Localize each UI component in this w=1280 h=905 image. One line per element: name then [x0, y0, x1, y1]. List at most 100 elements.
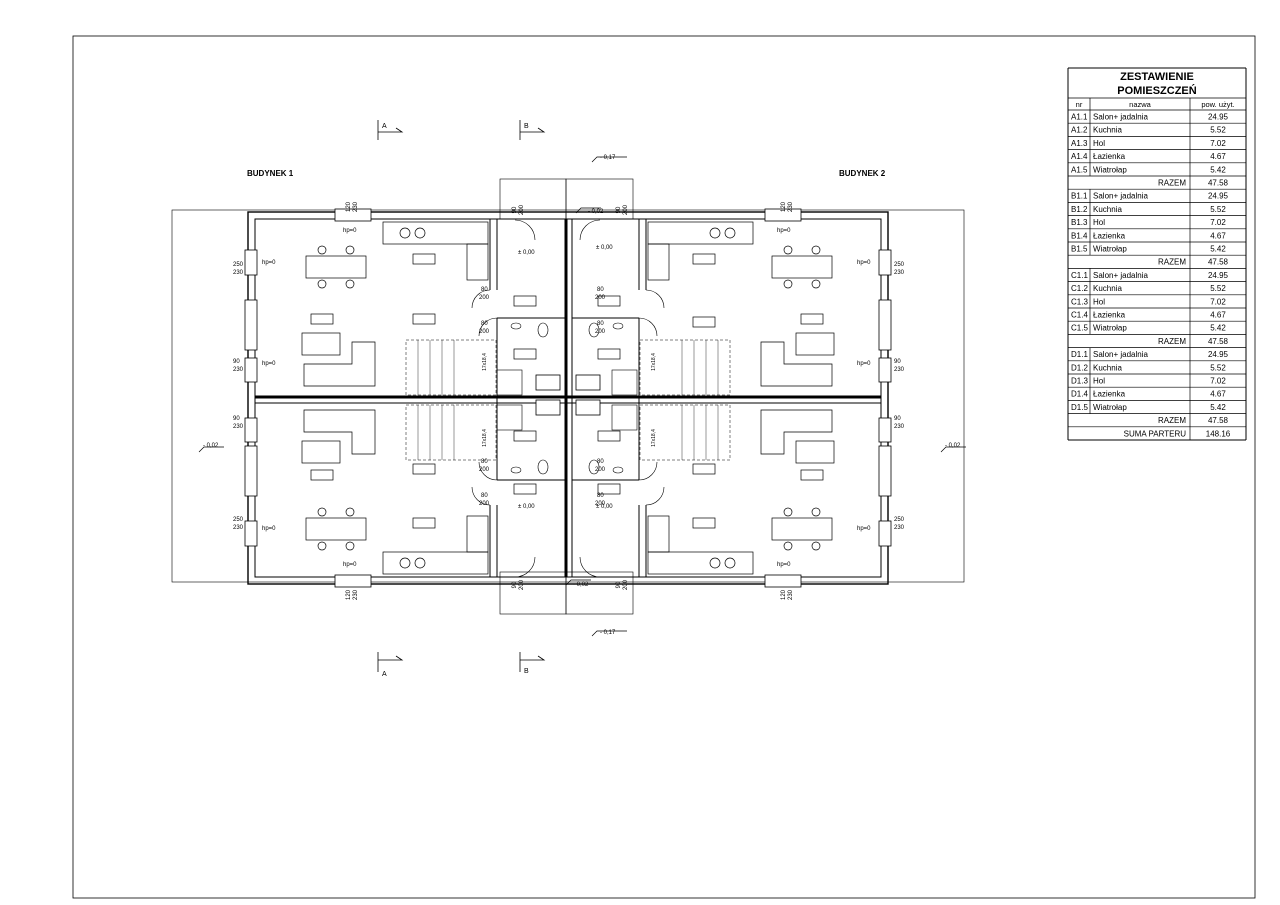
table-cell-area: 7.02: [1210, 218, 1226, 227]
table-total-area: 47.58: [1208, 416, 1229, 425]
level-mark: - 0,02: [573, 582, 589, 588]
table-cell-area: 4.67: [1210, 311, 1226, 320]
table-cell-nr: C1.3: [1071, 297, 1088, 306]
room-tag-box: [310, 469, 334, 481]
table-total-area: 148.16: [1206, 429, 1231, 438]
table-cell-name: Kuchnia: [1093, 284, 1122, 293]
door-width: 80: [481, 493, 488, 499]
table-total-area: 47.58: [1208, 258, 1229, 267]
table-cell-name: Wiatrołap: [1093, 324, 1127, 333]
room-tag-box: [692, 517, 716, 529]
table-title-line2: POMIESZCZEŃ: [1117, 84, 1197, 97]
table-cell-area: 5.42: [1210, 324, 1226, 333]
table-cell-area: 24.95: [1208, 192, 1229, 201]
hp-mark: hp=0: [857, 361, 871, 367]
door-dim-vertical: 90: [616, 206, 622, 213]
stair-annotation: 17x18,4: [651, 429, 657, 447]
table-total-label: RAZEM: [1158, 179, 1186, 188]
table-cell-area: 5.42: [1210, 165, 1226, 174]
table-cell-name: Hol: [1093, 218, 1105, 227]
table-cell-name: Hol: [1093, 377, 1105, 386]
table-cell-nr: D1.1: [1071, 350, 1088, 359]
stair-annotation: 17x18,4: [482, 429, 488, 447]
room-tag-box: [800, 313, 824, 325]
hp-mark: hp=0: [262, 361, 276, 367]
table-cell-area: 4.67: [1210, 152, 1226, 161]
table-cell-area: 7.02: [1210, 377, 1226, 386]
window-dim-bottom: 230: [233, 270, 244, 276]
hp-mark: hp=0: [857, 526, 871, 532]
window-dim-vertical: 120: [346, 589, 352, 600]
table-total-area: 47.58: [1208, 179, 1229, 188]
window-dim-vertical: 230: [353, 589, 359, 600]
table-cell-nr: C1.4: [1071, 311, 1088, 320]
level-mark: ± 0,00: [596, 504, 613, 510]
bathroom-fixtures: [496, 322, 638, 475]
table-cell-name: Łazienka: [1093, 311, 1126, 320]
table-cell-nr: A1.4: [1071, 152, 1088, 161]
window-dim-bottom: 230: [233, 424, 244, 430]
table-cell-area: 24.95: [1208, 113, 1229, 122]
table-cell-nr: B1.5: [1071, 245, 1088, 254]
site-outline: [171, 209, 965, 583]
room-tag-box: [513, 430, 537, 442]
table-cell-name: Salon+ jadalnia: [1093, 350, 1148, 359]
room-tag-box: [412, 313, 436, 325]
door-height: 200: [479, 501, 490, 507]
living-room-furniture: [301, 332, 835, 464]
room-tag-box: [597, 483, 621, 495]
table-cell-area: 24.95: [1208, 350, 1229, 359]
door-height: 200: [479, 295, 490, 301]
door-dim-vertical: 200: [519, 579, 525, 590]
table-cell-name: Łazienka: [1093, 152, 1126, 161]
room-tag-box: [800, 469, 824, 481]
window-dim-bottom: 230: [233, 525, 244, 531]
room-tag-box: [597, 295, 621, 307]
window-dim-top: 90: [233, 359, 240, 365]
hp-mark: hp=0: [343, 228, 357, 234]
door-width: 80: [597, 459, 604, 465]
door-width: 80: [481, 459, 488, 465]
table-cell-area: 5.52: [1210, 363, 1226, 372]
door-height: 200: [595, 501, 606, 507]
table-cell-nr: C1.1: [1071, 271, 1088, 280]
hp-mark: hp=0: [262, 260, 276, 266]
room-tag-box: [412, 517, 436, 529]
table-total-area: 47.58: [1208, 337, 1229, 346]
table-cell-name: Wiatrołap: [1093, 165, 1127, 174]
level-marker-symbols: [198, 156, 966, 637]
section-label: A: [382, 123, 387, 130]
building-2-label: BUDYNEK 2: [839, 169, 886, 178]
door-dim-vertical: 200: [519, 204, 525, 215]
staircases: [405, 339, 731, 461]
room-tag-box: [412, 463, 436, 475]
windows: [244, 208, 892, 588]
table-cell-nr: A1.3: [1071, 139, 1088, 148]
table-cell-area: 7.02: [1210, 297, 1226, 306]
door-width: 80: [597, 321, 604, 327]
window-dim-bottom: 230: [894, 367, 905, 373]
room-tag-box: [513, 483, 537, 495]
table-header-area: pow. użyt.: [1201, 100, 1234, 109]
table-total-label: SUMA PARTERU: [1124, 429, 1187, 438]
window-dim-top: 250: [894, 262, 905, 268]
room-tag-box: [692, 316, 716, 328]
door-height: 200: [595, 467, 606, 473]
sheet-border: [72, 35, 1256, 899]
door-height: 200: [479, 329, 490, 335]
window-dim-vertical: 230: [353, 201, 359, 212]
table-cell-area: 5.52: [1210, 284, 1226, 293]
room-tag-box: [310, 313, 334, 325]
section-label: B: [524, 123, 529, 130]
table-cell-name: Wiatrołap: [1093, 403, 1127, 412]
table-cell-name: Łazienka: [1093, 390, 1126, 399]
window-dim-vertical: 120: [781, 589, 787, 600]
room-tag-box: [513, 295, 537, 307]
ventilation-shafts: [535, 374, 601, 416]
window-dim-bottom: 230: [233, 367, 244, 373]
table-cell-name: Kuchnia: [1093, 126, 1122, 135]
door-height: 200: [595, 295, 606, 301]
table-cell-name: Salon+ jadalnia: [1093, 271, 1148, 280]
